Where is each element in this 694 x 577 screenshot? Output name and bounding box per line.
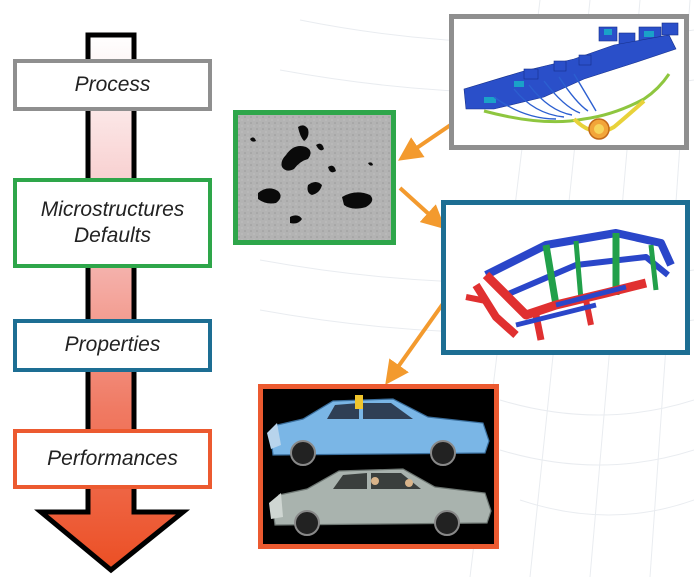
porosity-micrograph-image [233,110,396,245]
process-label: Process [74,72,151,96]
performances-label-box: Performances [13,429,212,489]
process-label-box: Process [13,59,212,111]
microstructures-label: Microstructures Defaults [40,197,185,247]
micro-to-properties-arrow [398,186,446,230]
performances-label: Performances [47,446,178,470]
properties-to-performance-arrow [385,296,449,385]
microstructures-label-box: Microstructures Defaults [13,178,212,268]
car-body-frame-image [441,200,690,355]
properties-label: Properties [64,333,161,357]
properties-label-box: Properties [13,319,212,372]
process-to-micro-arrow [398,122,454,161]
casting-simulation-image [449,14,689,150]
crash-test-image [258,384,499,549]
